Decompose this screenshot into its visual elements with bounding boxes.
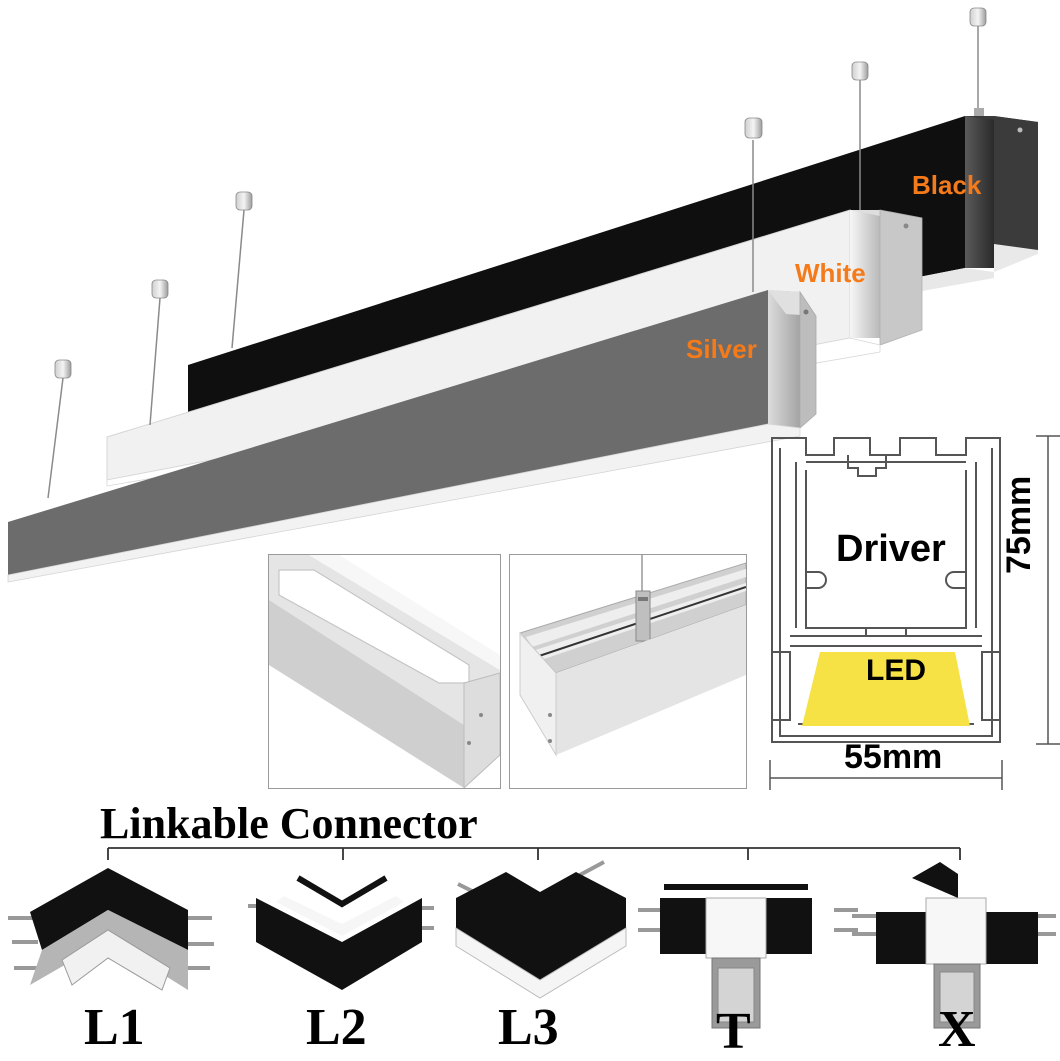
connector-l2 [248, 875, 434, 990]
connector-x [852, 862, 1056, 1029]
height-dimension-line [1036, 435, 1060, 745]
connector-label-l1: L1 [84, 999, 145, 1056]
connector-label-t: T [716, 1003, 751, 1060]
connector-label-l3: L3 [498, 999, 559, 1056]
led-label: LED [866, 654, 926, 687]
width-dimension-label: 55mm [844, 738, 943, 776]
silver-profile [7, 117, 817, 583]
end-cap-detail-illustration [269, 555, 500, 788]
mounting-track-detail-photo [509, 554, 747, 789]
connector-label-l2: L2 [306, 999, 367, 1056]
mounting-track-illustration [510, 555, 746, 788]
connector-t [638, 884, 858, 1029]
width-dimension-line [769, 760, 1003, 790]
suspension-cables-left [47, 191, 253, 499]
end-cap-detail-photo [268, 554, 501, 789]
finish-label-silver: Silver [686, 334, 757, 364]
finish-label-black: Black [912, 170, 982, 200]
connector-l1 [8, 868, 214, 991]
driver-label: Driver [836, 528, 946, 570]
led-light-area [802, 652, 970, 726]
finish-label-white: White [795, 258, 866, 288]
connector-label-x: X [938, 1001, 976, 1058]
connector-section-title: Linkable Connector [100, 799, 478, 848]
connector-l3 [455, 860, 627, 999]
